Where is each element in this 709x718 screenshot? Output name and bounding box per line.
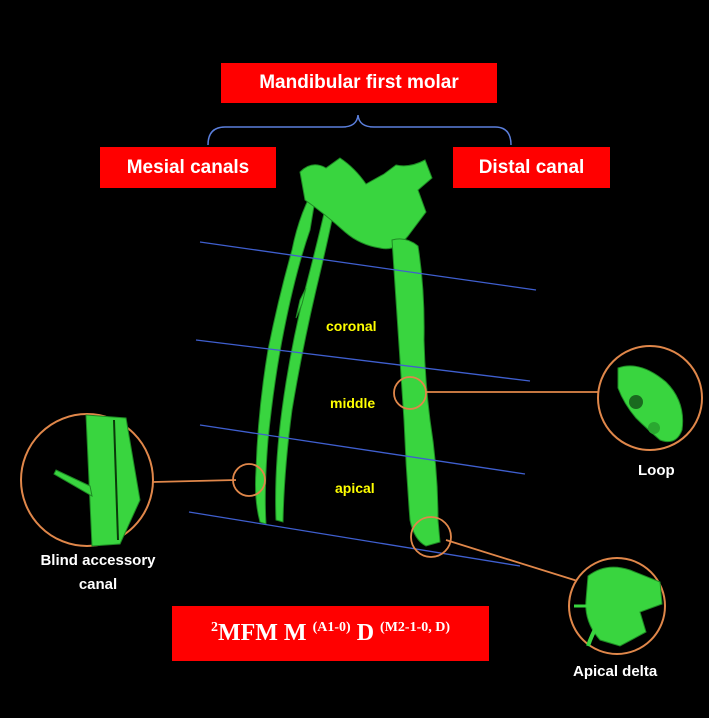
branch-brace: [207, 114, 512, 146]
loop-label: Loop: [638, 462, 675, 479]
level-line-4: [188, 511, 521, 567]
formula-sup-2: (M2-1-0, D): [380, 620, 451, 635]
pulp-chamber: [299, 157, 433, 250]
apical-delta-marker: [410, 516, 452, 558]
formula-prefix: 2: [210, 620, 218, 635]
formula-main-2: D: [350, 620, 381, 646]
mesial-canals-box: Mesial canals: [100, 147, 276, 188]
loop-marker: [393, 376, 427, 410]
level-line-1: [199, 241, 537, 291]
mesial-root-right: [275, 204, 335, 523]
apical-delta-zoom: [568, 557, 666, 655]
loop-zoom: [597, 345, 703, 451]
blind-canal-zoom: [20, 413, 154, 547]
detail-markers: [232, 376, 452, 558]
title-box: Mandibular first molar: [221, 63, 497, 103]
mesial-root-left: [255, 181, 319, 525]
formula-sup-1: (A1-0): [312, 620, 351, 635]
level-line-3: [199, 424, 526, 475]
blind-accessory-canal-label: Blind accessory canal: [40, 552, 156, 593]
zone-label-middle: middle: [330, 395, 376, 411]
level-lines: [188, 241, 537, 567]
zone-label-coronal: coronal: [326, 318, 377, 334]
blind-canal-connector: [152, 479, 237, 483]
formula-main-1: MFM M: [217, 620, 313, 646]
callout-lines: [152, 391, 601, 589]
classification-formula: 2MFM M (A1-0) D (M2-1-0, D): [172, 606, 489, 661]
mesial-root-strand: [295, 287, 307, 319]
blind-canal-marker: [232, 463, 266, 497]
apical-delta-connector: [445, 539, 601, 589]
distal-root: [391, 238, 441, 547]
apical-delta-label: Apical delta: [573, 663, 658, 680]
zone-label-apical: apical: [335, 480, 375, 496]
level-line-2: [195, 339, 531, 382]
distal-canal-box: Distal canal: [453, 147, 610, 188]
